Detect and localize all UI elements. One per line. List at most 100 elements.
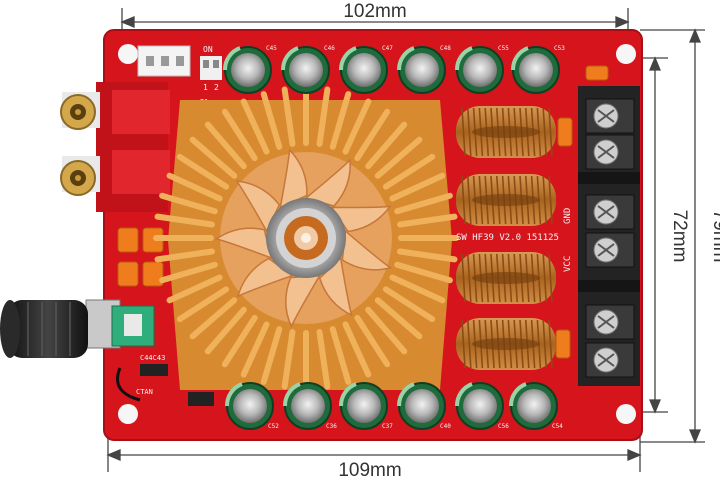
electrolytic-capacitor xyxy=(396,46,446,94)
heatsink-fin xyxy=(176,153,230,190)
heatsink-fin xyxy=(397,248,458,263)
heatsink-fin xyxy=(342,321,372,378)
volume-potentiometer xyxy=(85,299,155,349)
capacitors-bottom-row xyxy=(224,382,558,430)
heatsink-fin xyxy=(240,98,270,155)
heatsink-fin xyxy=(189,136,238,179)
heatsink-fin xyxy=(204,121,247,170)
capacitor-label: C46 xyxy=(324,45,335,52)
capacitor-label: C40 xyxy=(440,423,451,430)
heatsink-fin xyxy=(354,108,391,162)
toroid-inductor xyxy=(456,106,556,158)
heatsink-fin xyxy=(221,314,258,368)
heatsink-fin xyxy=(221,108,258,162)
heatsink-fin xyxy=(342,98,372,155)
heatsink-fin xyxy=(316,329,331,390)
heatsink-fin xyxy=(159,261,218,284)
gnd-label: GND xyxy=(563,208,573,224)
toroid-inductor xyxy=(456,318,556,370)
screw-terminal xyxy=(585,342,635,378)
header-connector xyxy=(137,45,191,77)
electrolytic-capacitor xyxy=(224,382,274,430)
fan-blade xyxy=(341,229,393,271)
heatsink-fin xyxy=(189,297,238,340)
mount-hole-tr xyxy=(616,44,636,64)
vcc-label: VCC xyxy=(563,256,573,272)
fan-blade xyxy=(236,257,294,298)
electrolytic-capacitor xyxy=(338,382,388,430)
heatsink-fin xyxy=(365,121,408,170)
dim-bottom-label: 109mm xyxy=(338,460,401,481)
switch-num-2: 2 xyxy=(214,83,219,92)
volume-knob-icon xyxy=(0,300,88,358)
heatsink-fin xyxy=(260,91,283,150)
capacitor-label: C53 xyxy=(554,45,565,52)
heatsink-fin xyxy=(397,213,458,228)
screw-terminal xyxy=(585,98,635,134)
inductor-coils xyxy=(456,106,556,370)
capacitor-label: C47 xyxy=(382,45,393,52)
screw-terminal-block xyxy=(578,86,640,386)
heatsink-fin xyxy=(316,86,331,147)
mount-hole-tl xyxy=(118,44,138,64)
fan-blade xyxy=(330,205,392,233)
fan-blade xyxy=(214,227,273,260)
electrolytic-capacitor xyxy=(338,46,388,94)
heatsink-fin xyxy=(154,248,215,263)
heatsink-fin xyxy=(329,91,352,150)
screw-terminal xyxy=(585,194,635,230)
mount-hole-br xyxy=(616,404,636,424)
dim-top-label: 102mm xyxy=(343,1,406,22)
capacitor-label: C56 xyxy=(498,423,509,430)
electrolytic-capacitor xyxy=(454,46,504,94)
mount-hole-bl xyxy=(118,404,138,424)
c44c43-label: C44C43 xyxy=(140,354,165,362)
heatsink-fin xyxy=(204,306,247,355)
electrolytic-capacitor xyxy=(454,382,504,430)
heatsink-fin xyxy=(329,326,352,385)
fan-blade xyxy=(304,158,351,207)
capacitor-label: C36 xyxy=(326,423,337,430)
heatsink-fin xyxy=(382,286,436,323)
fan-blade xyxy=(279,148,308,209)
electrolytic-capacitor xyxy=(396,382,446,430)
electrolytic-capacitor xyxy=(282,382,332,430)
heatsink-fin xyxy=(154,213,215,228)
electrolytic-capacitor xyxy=(222,46,272,94)
capacitor-label: C52 xyxy=(268,423,279,430)
toroid-inductor xyxy=(456,174,556,226)
electrolytic-capacitor xyxy=(508,382,558,430)
heatsink-fin xyxy=(240,321,270,378)
switch-num-1: 1 xyxy=(203,83,208,92)
toroid-inductor xyxy=(456,252,556,304)
fan-blade xyxy=(235,180,281,233)
version-label: SW HF39 V2.0 151125 xyxy=(456,233,559,243)
heatsink-fin xyxy=(374,297,423,340)
heatsink-fin xyxy=(394,261,453,284)
heatsink-fin xyxy=(382,153,436,190)
capacitor-label: C54 xyxy=(552,423,563,430)
heatsink-fin xyxy=(281,86,296,147)
rca-jack-left-icon xyxy=(60,94,96,130)
electrolytic-capacitor xyxy=(510,46,560,94)
fan-blade xyxy=(318,256,353,317)
dim-right-outer-label: 79mm xyxy=(709,210,720,263)
heatsink-fin xyxy=(166,172,223,202)
orange-capacitors-left xyxy=(117,227,164,287)
heatsink-fin xyxy=(354,314,391,368)
heatsink-fin xyxy=(389,172,446,202)
cooling-fan-icon xyxy=(214,148,393,329)
screw-terminal xyxy=(585,134,635,170)
dim-right-inner-label: 72mm xyxy=(669,210,690,263)
rca-jack-right-icon xyxy=(60,160,96,196)
heatsink-fin xyxy=(176,286,230,323)
heatsink-fin xyxy=(394,192,453,215)
dip-switch xyxy=(200,56,222,80)
screw-terminal xyxy=(585,232,635,268)
electrolytic-capacitor xyxy=(280,46,330,94)
heatsink-fin xyxy=(159,192,218,215)
capacitor-label: C48 xyxy=(440,45,451,52)
